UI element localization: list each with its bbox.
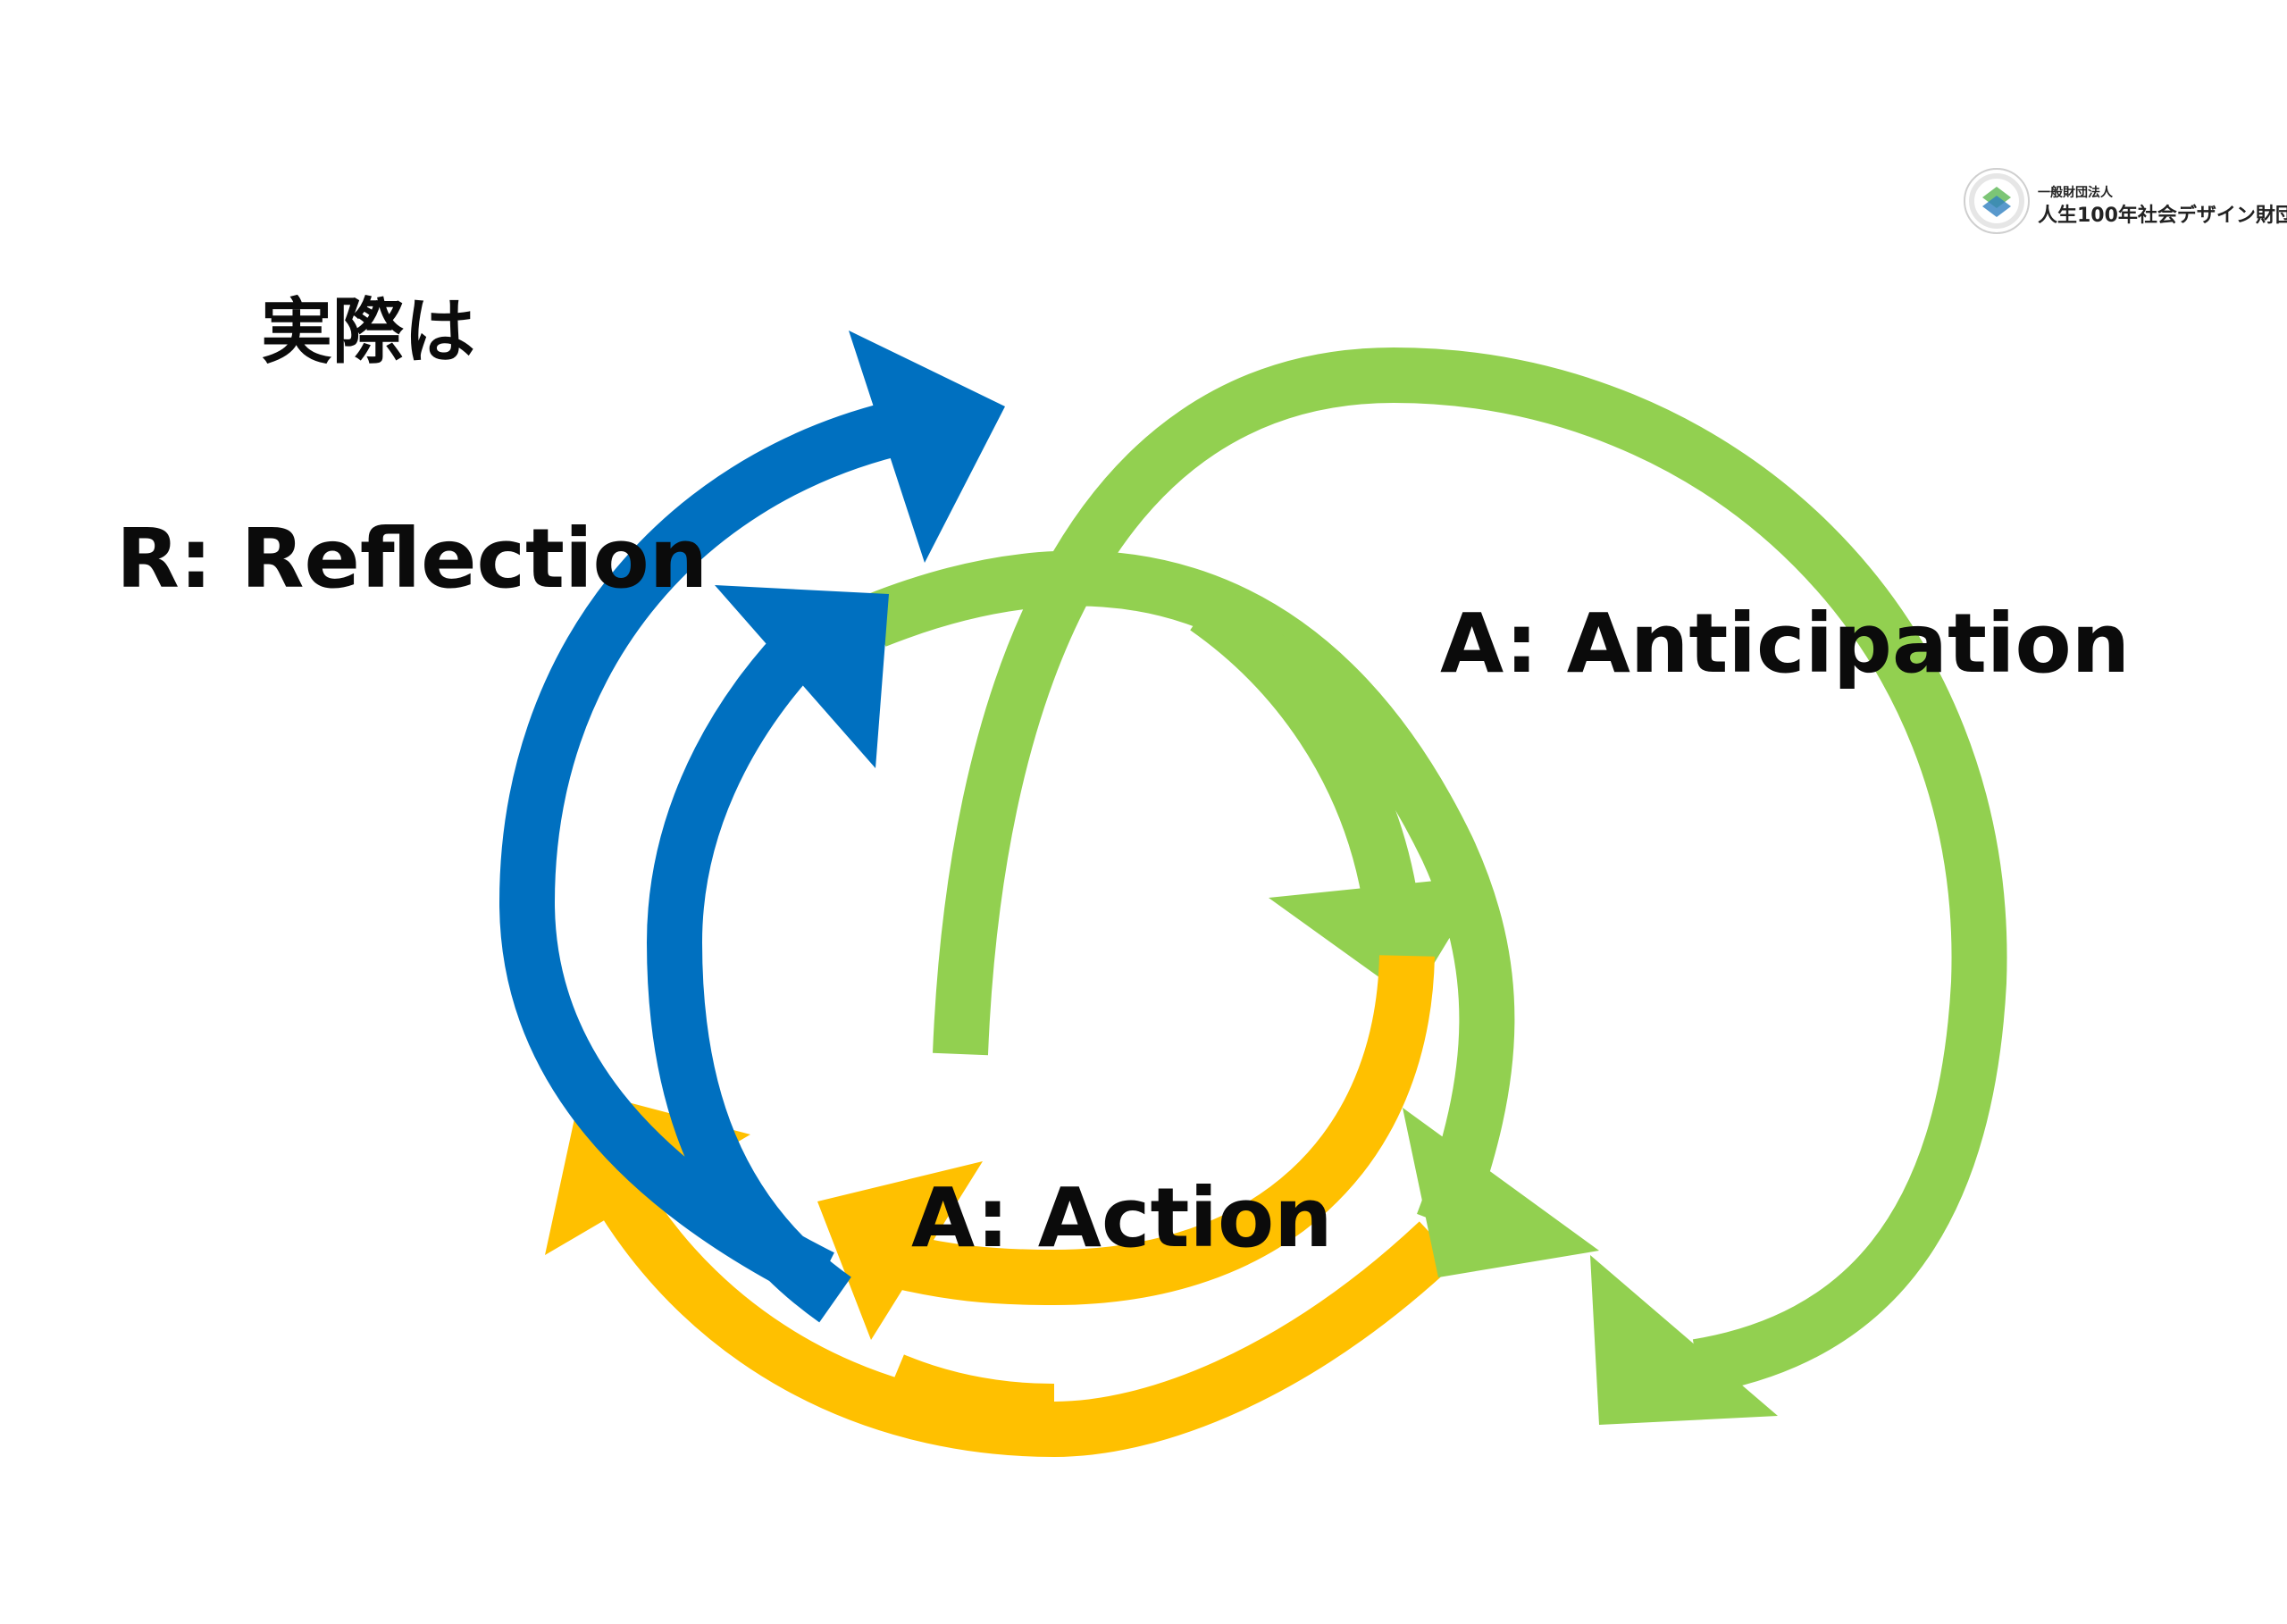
- reflection-arrow-outer: [498, 401, 901, 1302]
- anticipation-arrowhead-middle: [1269, 875, 1487, 1000]
- foundation-logo: 一般財団法人 人生100年社会デザイン財団: [1961, 165, 2287, 237]
- anticipation-arrow-middle: [1190, 584, 1417, 899]
- action-arrow-inner: [886, 955, 1435, 1306]
- reflection-label: R: Reflection: [116, 511, 708, 607]
- logo-name: 人生100年社会デザイン財団: [2038, 205, 2287, 227]
- anticipation-arrow-inner: [865, 550, 1515, 1235]
- logo-subtitle: 一般財団法人: [2038, 186, 2113, 200]
- reflection-arrowhead-outer: [849, 331, 1005, 563]
- reflection-arrow-inner: [646, 619, 852, 1323]
- action-arrow-outer-front: [883, 1354, 1055, 1439]
- anticipation-arrowhead-inner: [1403, 1108, 1599, 1277]
- page-title: 実際は: [261, 290, 475, 373]
- action-arrowhead-inner: [817, 1161, 983, 1340]
- anticipation-arrow-outer: [933, 347, 2007, 1394]
- reflection-arrowhead-inner: [715, 585, 889, 768]
- anticipation-arrowhead-outer: [1590, 1255, 1778, 1425]
- logo-mark-icon: [1961, 165, 2032, 237]
- action-label: A: Action: [911, 1170, 1333, 1266]
- anticipation-label: A: Anticipation: [1440, 596, 2131, 691]
